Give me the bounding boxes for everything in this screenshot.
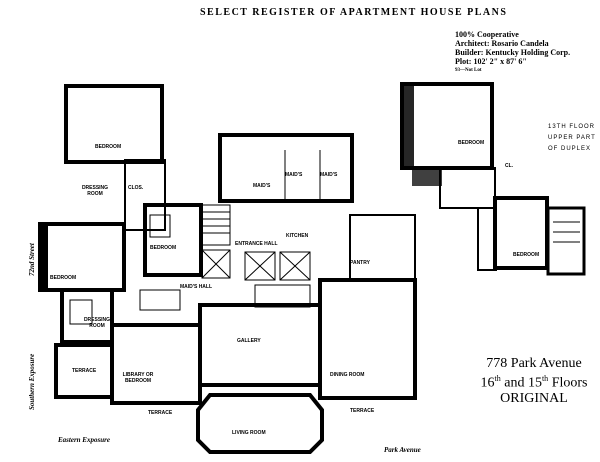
architect-text: Architect: Rosario Candela	[455, 39, 549, 48]
wall-bedroom-center	[143, 203, 203, 277]
southern-exposure-label: Southern Exposure	[28, 353, 36, 410]
wall-pantry	[349, 214, 416, 281]
room-label: LIBRARY OR BEDROOM	[122, 372, 154, 384]
wall-dining	[318, 278, 417, 400]
room-label: BEDROOM	[150, 245, 177, 251]
room-label: DRESSING ROOM	[83, 317, 111, 329]
room-label: ENTRANCE HALL	[235, 241, 278, 247]
builder-text: Builder: Kentucky Holding Corp.	[455, 48, 571, 57]
wall-maids	[218, 133, 354, 203]
park-avenue-label: Park Avenue	[384, 446, 421, 454]
floor-a: 16	[480, 375, 495, 391]
wall-library	[110, 323, 202, 405]
page-title: SELECT REGISTER OF APARTMENT HOUSE PLANS	[200, 7, 508, 18]
wall-bedroom-top	[64, 84, 164, 164]
room-label: MAID'S HALL	[180, 284, 213, 290]
sup: th	[494, 374, 501, 383]
room-label: MAID'S	[253, 183, 271, 189]
room-label: MAID'S	[285, 172, 303, 178]
room-label: PANTRY	[350, 260, 370, 266]
address: 778 Park Avenue	[486, 356, 582, 371]
duplex-note: 13TH FLOOR UPPER PART OF DUPLEX	[548, 122, 596, 155]
floor-b: and 15	[500, 375, 542, 391]
cooperative-text: 100% Cooperative	[455, 30, 519, 39]
room-label: CLOS.	[128, 185, 144, 191]
eastern-exposure-label: Eastern Exposure	[58, 436, 110, 444]
wall-corridor	[124, 159, 166, 231]
room-label: KITCHEN	[286, 233, 309, 239]
wall-duplex-stair	[546, 206, 586, 276]
wall-dressing	[60, 288, 114, 344]
room-label: BEDROOM	[513, 252, 540, 258]
duplex-note-line: OF DUPLEX	[548, 146, 592, 152]
floors-word: Floors	[548, 375, 588, 391]
plan-caption: 778 Park Avenue 16th and 15th Floors ORI…	[470, 356, 598, 406]
room-label: DINING ROOM	[330, 372, 365, 378]
lot-text: 93—Not Lot	[455, 68, 482, 73]
room-label: TERRACE	[350, 408, 375, 414]
wall-duplex-bedroom-1	[400, 82, 494, 170]
duplex-note-line: UPPER PART	[548, 135, 596, 141]
duplex-note-line: 13TH FLOOR	[548, 124, 596, 130]
room-label: TERRACE	[148, 410, 173, 416]
room-label: BEDROOM	[458, 140, 485, 146]
wall-gallery	[198, 303, 322, 387]
room-label: BEDROOM	[95, 144, 122, 150]
sup: th	[541, 374, 549, 383]
building-info: 100% Cooperative Architect: Rosario Cand…	[455, 30, 570, 75]
plot-text: Plot: 102' 2" x 87' 6"	[455, 57, 527, 66]
room-label: LIVING ROOM	[232, 430, 266, 436]
wall-living-room	[196, 393, 324, 454]
room-label: CL.	[505, 163, 514, 169]
side-street-label: 72nd Street	[28, 243, 36, 276]
room-label: MAID'S	[320, 172, 338, 178]
floors: 16th and 15th Floors	[470, 371, 598, 391]
plan-status: ORIGINAL	[500, 390, 568, 406]
room-label: BEDROOM	[50, 275, 77, 281]
room-label: GALLERY	[237, 338, 261, 344]
room-label: DRESSING ROOM	[81, 185, 109, 197]
room-label: TERRACE	[72, 368, 97, 374]
